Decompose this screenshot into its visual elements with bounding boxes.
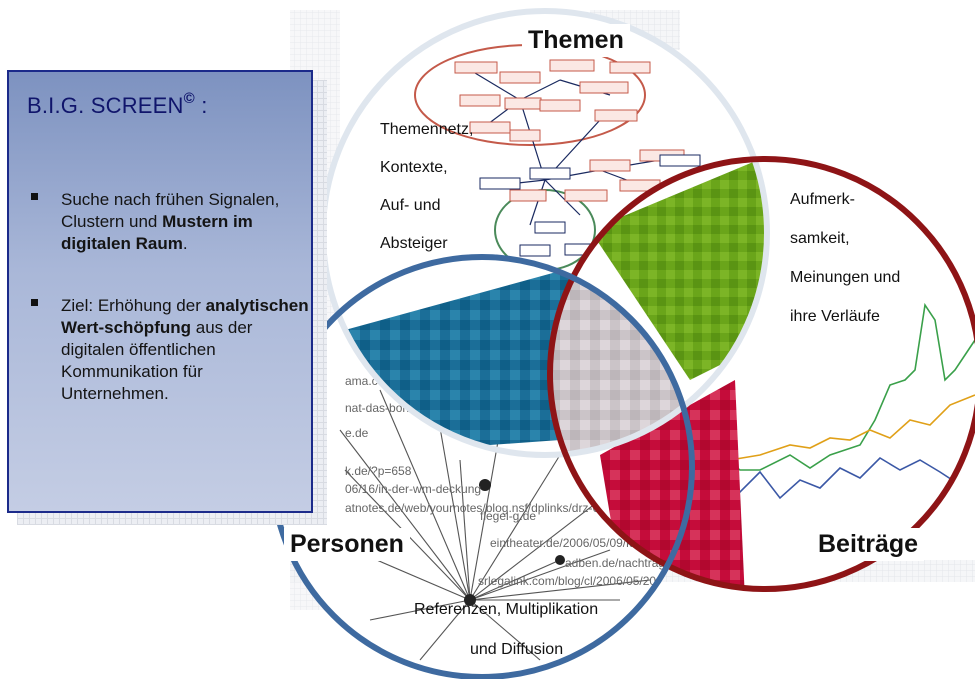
bullet-item: Suche nach frühen Signalen, Clustern und… xyxy=(31,189,309,255)
themen-text-line: Themennetz, xyxy=(380,121,474,138)
panel-title: B.I.G. SCREEN© : xyxy=(27,90,208,118)
svg-text:e.de: e.de xyxy=(345,426,369,440)
svg-text:atnotes.de/web/yournotes/blog.: atnotes.de/web/yournotes/blog.nsf/dplink… xyxy=(345,501,599,515)
themen-label: Themen xyxy=(522,24,630,57)
bullet-square-icon xyxy=(31,299,38,306)
personen-text-line: und Diffusion xyxy=(470,641,564,658)
personen-text-line: Referenzen, Multiplikation xyxy=(414,601,599,618)
svg-text:k.de/?p=658: k.de/?p=658 xyxy=(345,464,412,478)
svg-text:06/16/in-der-wm-deckung: 06/16/in-der-wm-deckung xyxy=(345,482,481,496)
themen-text-line: Kontexte, xyxy=(380,159,448,176)
beitraege-text-line: Aufmerk- xyxy=(790,191,855,208)
copyright-mark: © xyxy=(183,90,195,107)
themen-text-line: Auf- und xyxy=(380,197,441,214)
bullet-list: Suche nach frühen Signalen, Clustern und… xyxy=(31,189,309,443)
beitraege-label: Beiträge xyxy=(812,528,925,561)
circle-beitraege xyxy=(547,156,975,592)
svg-text:srlegalink.com/blog/cl/2006/05: srlegalink.com/blog/cl/2006/05/20/486 xyxy=(478,574,680,588)
beitraege-text-line: samkeit, xyxy=(790,230,850,247)
beitraege-text-line: Meinungen und xyxy=(790,269,901,286)
svg-text:adben.de/nachtrage: adben.de/nachtrage xyxy=(565,556,672,570)
info-panel: B.I.G. SCREEN© : Suche nach frühen Signa… xyxy=(7,70,313,513)
beitraege-text-line: ihre Verläufe xyxy=(790,308,880,325)
bullet-square-icon xyxy=(31,193,38,200)
personen-label: Personen xyxy=(284,528,410,561)
svg-text:flegel-g.de: flegel-g.de xyxy=(480,509,536,523)
themen-text-line: Absteiger xyxy=(380,235,448,252)
bullet-item: Ziel: Erhöhung der analytischen Wert-sch… xyxy=(31,295,309,405)
